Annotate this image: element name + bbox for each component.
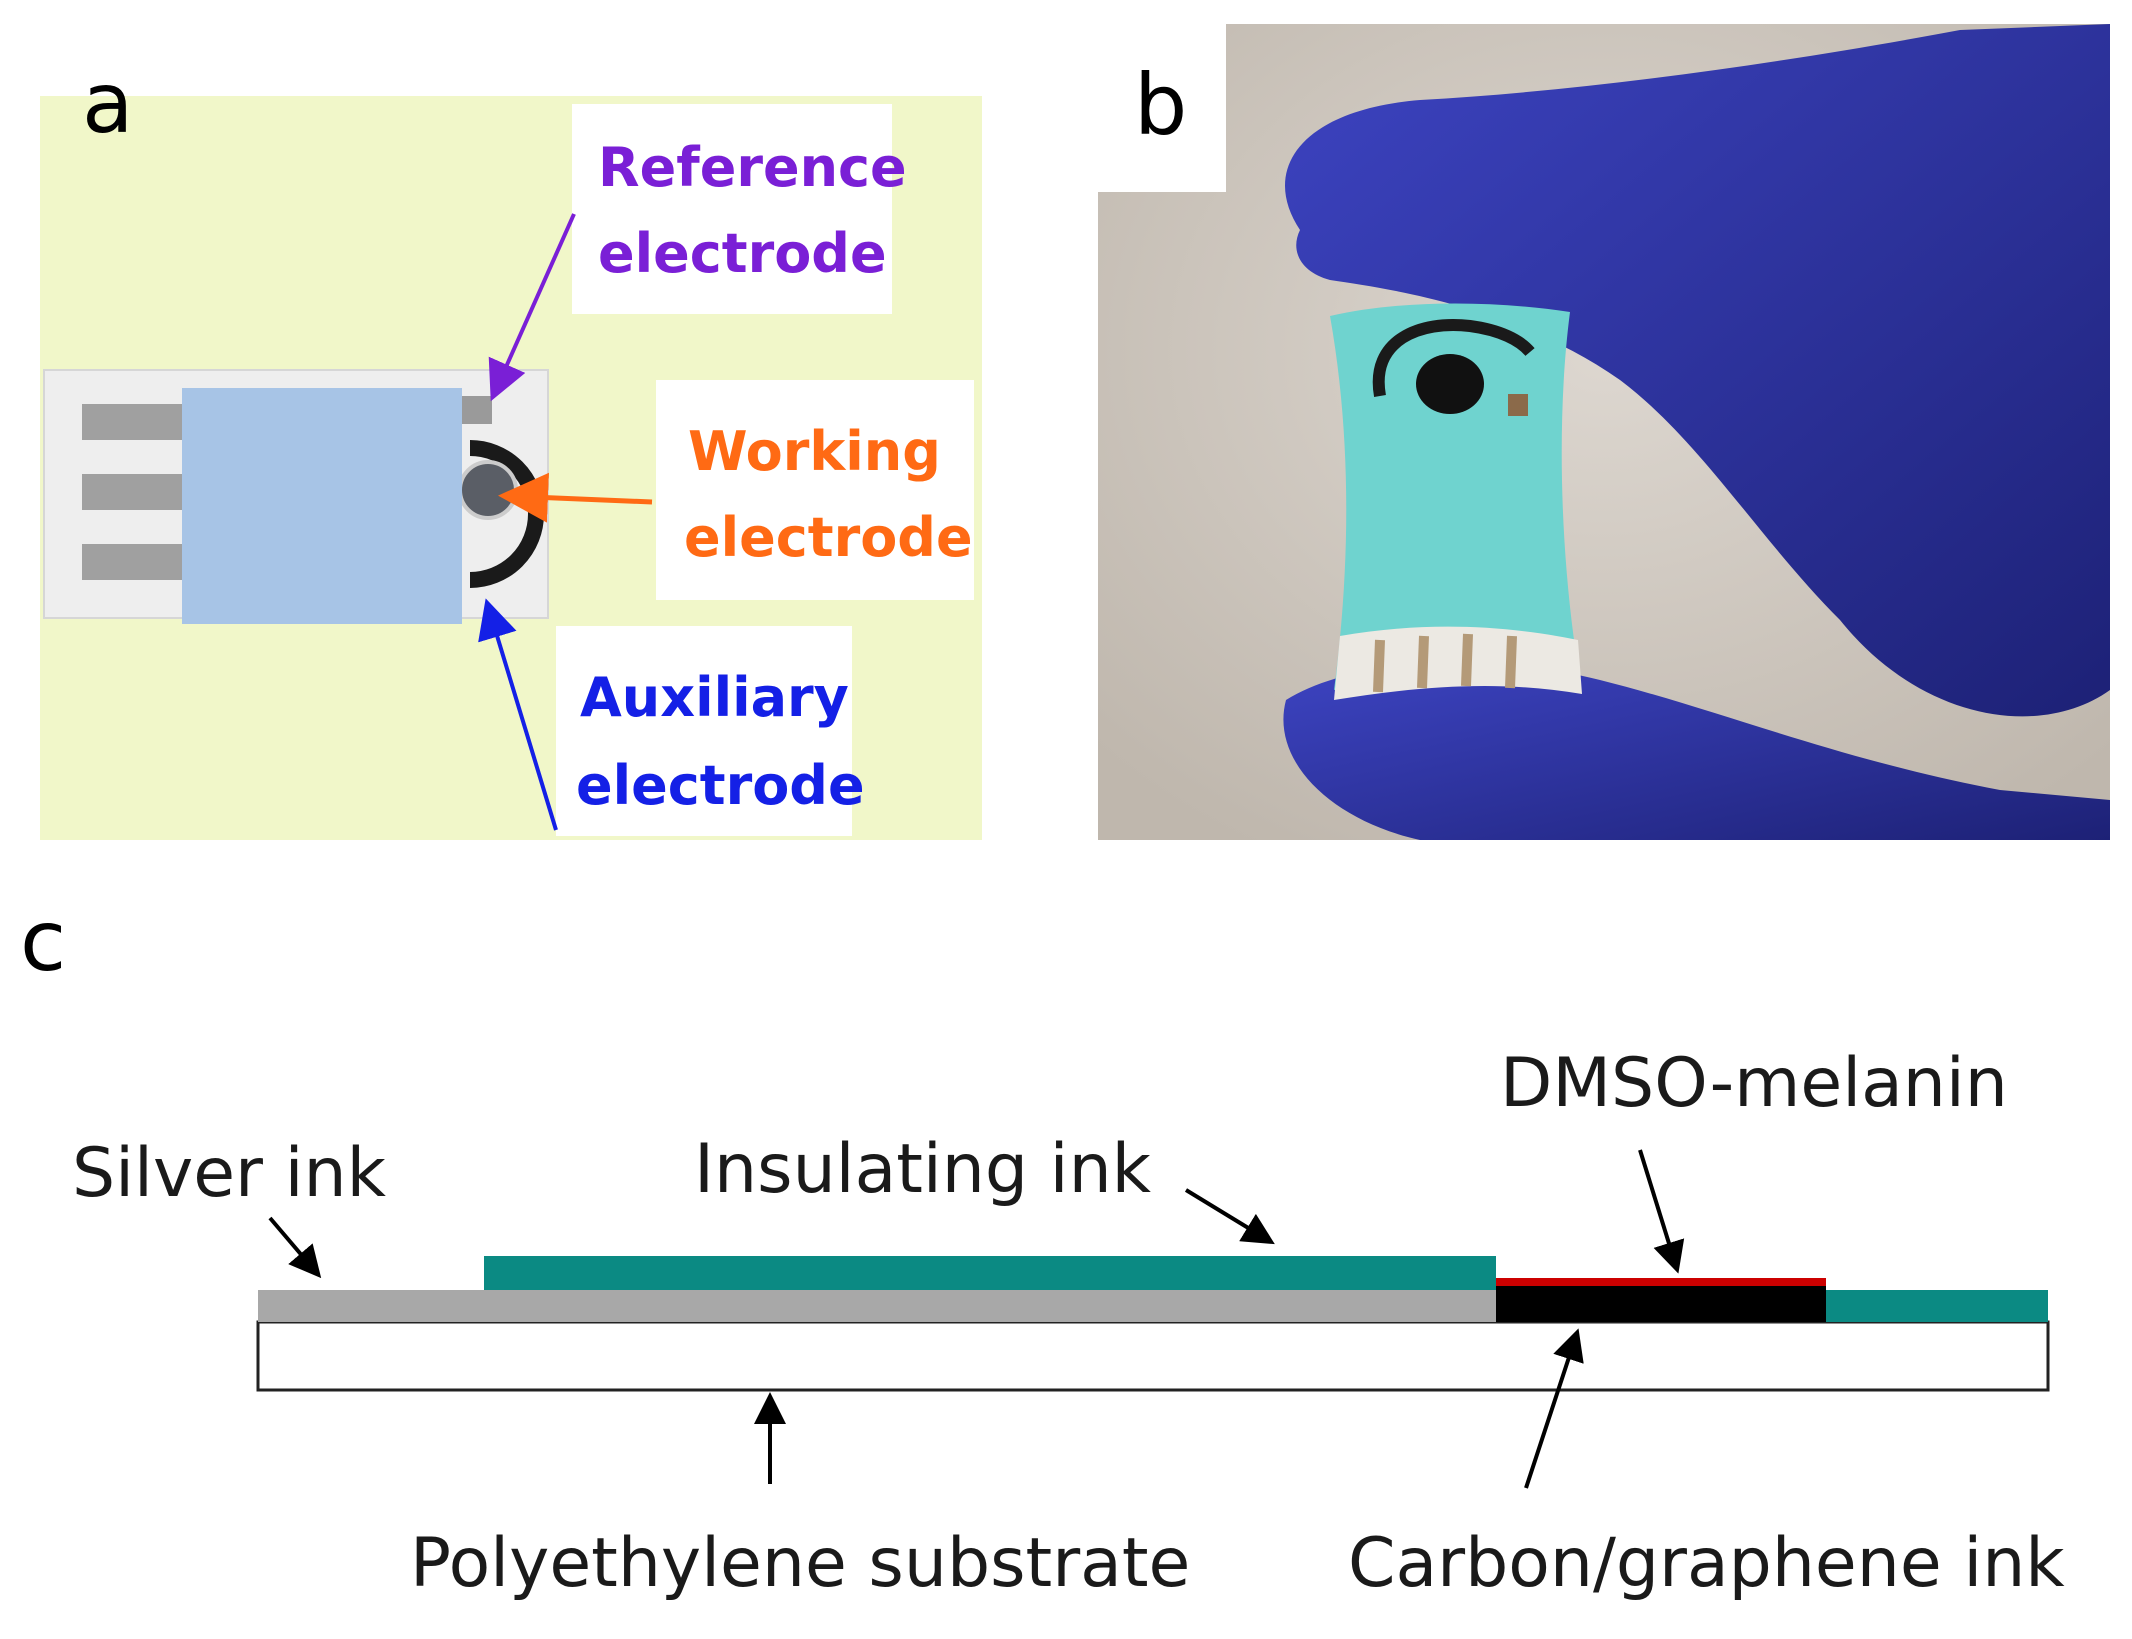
silver-ink-layer [258,1290,1496,1322]
insulation-cover [182,388,462,624]
carbon-ink-arrow [1524,1328,1584,1489]
panel-a-label: a [82,54,133,152]
working-electrode [458,460,518,520]
insulating-ink-arrow [1184,1188,1275,1245]
working-label-card [656,380,974,600]
silver-ink-arrow [268,1216,322,1279]
insulating-ink-right-layer [1826,1290,2048,1322]
dmso-melanin-layer [1496,1278,1826,1286]
polyethylene-substrate-label: Polyethylene substrate [410,1524,1190,1603]
auxiliary-label-line1: Auxiliary [580,666,849,729]
insulating-ink-label: Insulating ink [694,1130,1152,1209]
polyethylene-substrate-layer [256,1320,2050,1392]
panel-b [1098,24,2110,840]
glove-lower-thumb [1283,662,2110,840]
panel-b-label: b [1134,56,1187,154]
auxiliary-label-card [556,626,852,836]
strip-contact-trace-4 [1505,635,1517,689]
strip-reference-electrode [1508,394,1528,416]
auxiliary-label-line2: electrode [576,754,865,817]
strip-contact-area [1334,626,1582,700]
strip-working-electrode [1416,354,1484,414]
working-arrow [498,472,653,523]
contact-pad-3 [82,544,192,580]
reference-label-line2: electrode [598,222,887,285]
glove-upper-finger [1285,24,2110,717]
strip-contact-trace-1 [1373,639,1385,693]
carbon-graphene-layer [1496,1284,1826,1322]
contact-pad-2 [82,474,192,510]
reference-label-line1: Reference [598,136,907,199]
working-label-line1: Working [688,420,941,483]
auxiliary-arrow [478,598,558,831]
working-label-line2: electrode [684,506,973,569]
reference-label-card [572,104,892,314]
silver-ink-label: Silver ink [72,1134,387,1213]
dmso-melanin-label: DMSO-melanin [1500,1044,2008,1123]
panel-c-label: c [20,892,66,990]
reference-arrow [488,213,576,402]
dmso-melanin-arrow [1638,1149,1685,1274]
insulating-ink-layer [484,1256,1496,1290]
carbon-graphene-ink-label: Carbon/graphene ink [1348,1524,2065,1603]
contact-pad-1 [82,404,192,440]
reference-electrode-pad [462,396,492,424]
panel-c: Silver ink Insulating ink DMSO-melanin P… [72,1044,2065,1603]
strip-contact-trace-3 [1461,633,1473,687]
strip-contact-trace-2 [1417,635,1429,689]
panel-a: Reference electrode Working electrode Au… [40,96,982,840]
strip-auxiliary-arc [1372,319,1535,398]
panel-b-label-box [1098,24,1226,192]
